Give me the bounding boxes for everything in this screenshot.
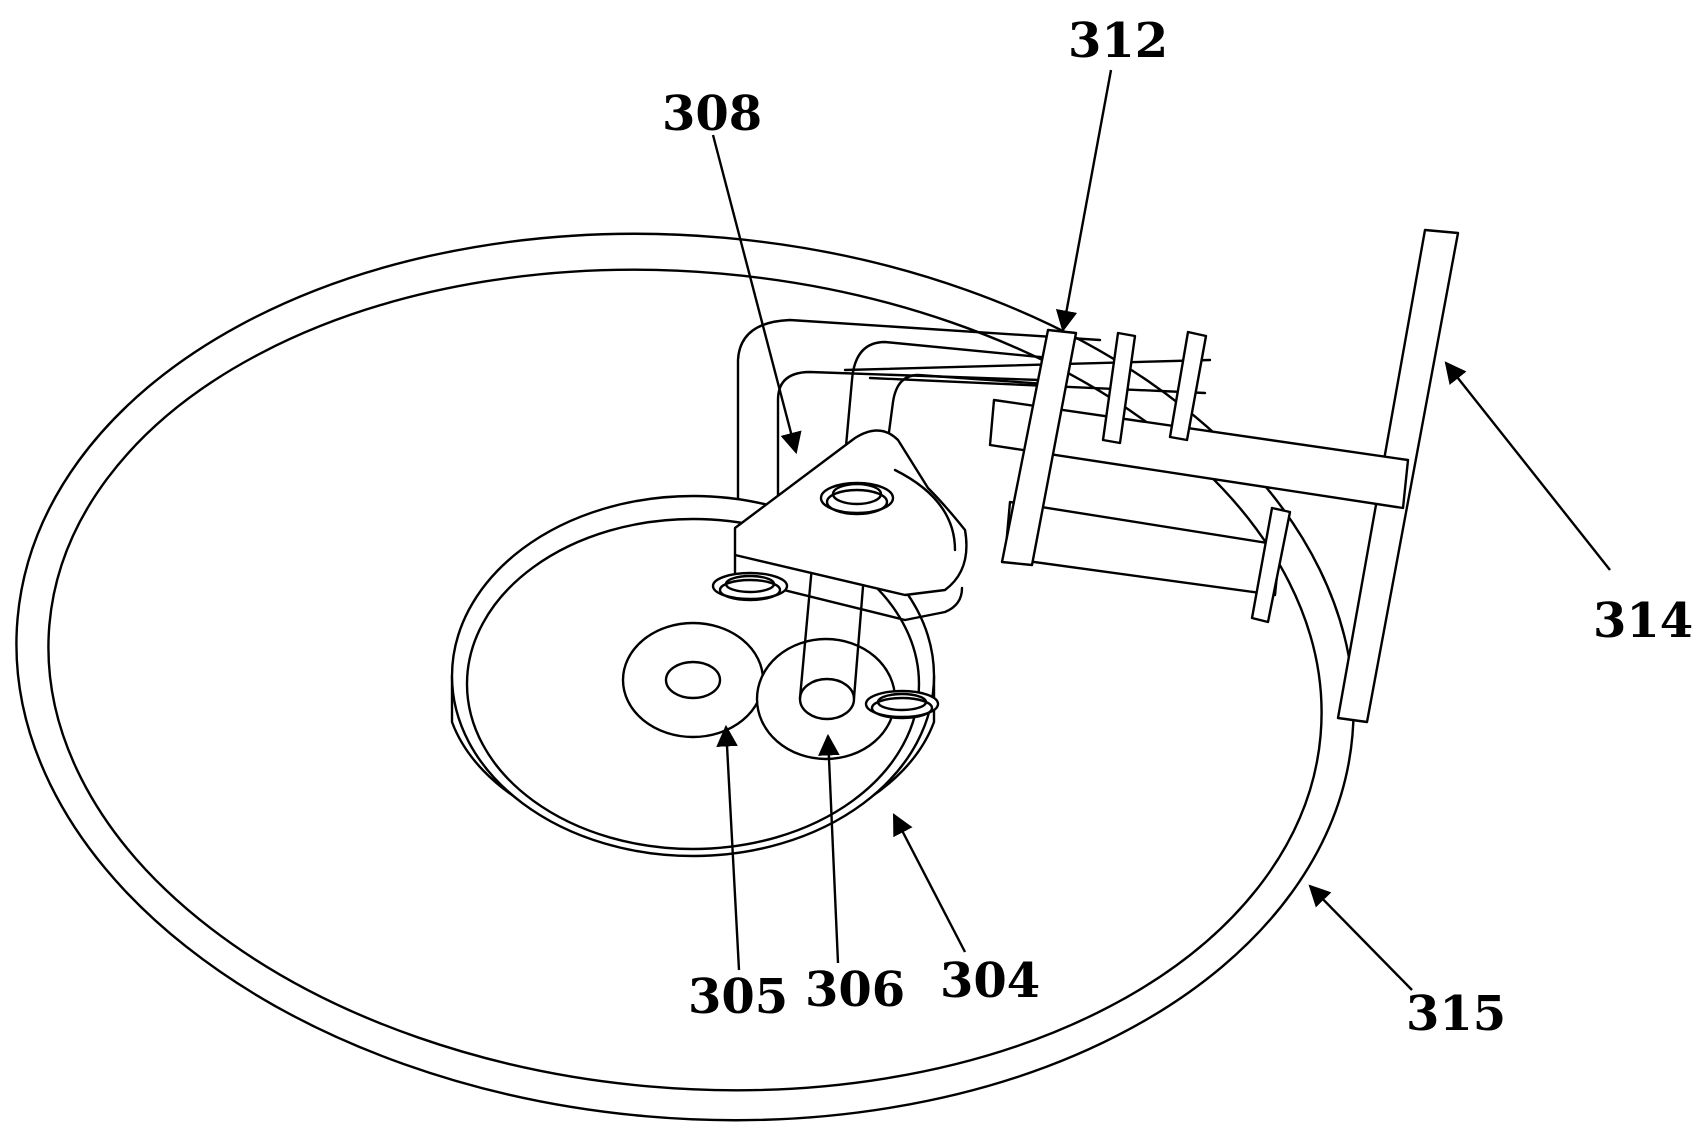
callout-305: 305	[688, 969, 788, 1025]
outer-ring-315	[15, 232, 1355, 1122]
callout-labels: 308 312 314 315 305 306 304	[662, 13, 1693, 1042]
leader-315	[1308, 884, 1413, 991]
callout-304: 304	[940, 953, 1040, 1009]
leader-312	[1055, 69, 1113, 333]
bent-pipes	[736, 318, 1102, 574]
leader-305	[716, 724, 741, 971]
callout-314: 314	[1593, 593, 1693, 649]
leader-314	[1444, 361, 1611, 571]
leader-lines	[711, 69, 1611, 991]
leader-306	[818, 733, 840, 964]
callout-306: 306	[805, 962, 905, 1018]
clamp-plates-312	[1000, 328, 1208, 567]
ring-nuts	[711, 481, 940, 720]
leader-308	[711, 134, 802, 455]
gear-305	[621, 621, 765, 739]
callout-312: 312	[1068, 13, 1168, 69]
callout-315: 315	[1406, 986, 1506, 1042]
gear-306	[755, 498, 897, 761]
leader-304	[892, 813, 967, 953]
callout-308: 308	[662, 86, 762, 142]
